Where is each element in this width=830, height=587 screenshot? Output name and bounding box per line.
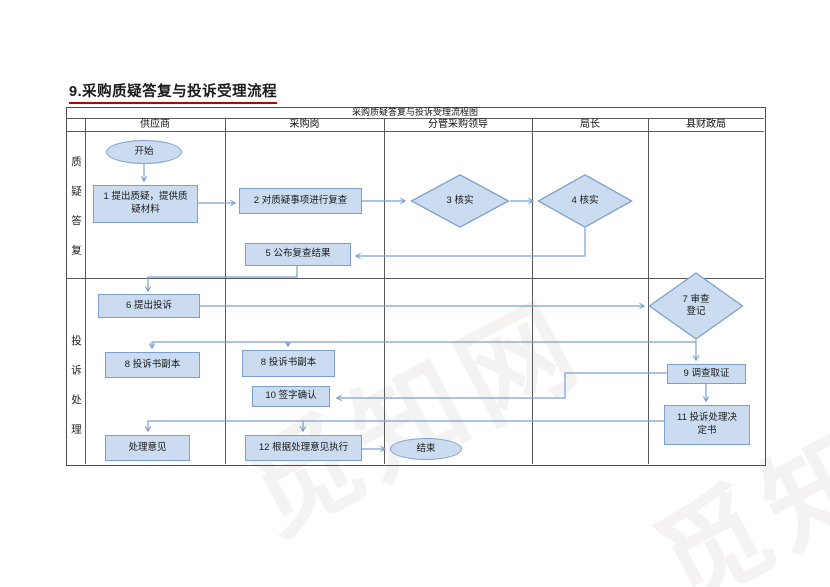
row-label-complaint-handling: 投诉处理: [70, 334, 82, 453]
flowchart-title: 采购质疑答复与投诉受理流程图: [351, 107, 478, 117]
lane-header-bureau-chief: 局长: [580, 119, 600, 130]
step1-raise-inquiry: 1 提出质疑，提供质疑材料: [93, 185, 198, 223]
step4-label: 4 核实: [571, 194, 599, 206]
start-node: 开始: [106, 140, 182, 164]
step8-complaint-copy-procurement: 8 投诉书副本: [242, 350, 335, 377]
swimlane-table-frame: [66, 107, 766, 466]
lane-header-procurement-leader: 分管采购领导: [428, 119, 488, 130]
grid-line: [225, 118, 226, 464]
step5-publish-result: 5 公布复查结果: [245, 243, 351, 266]
grid-line: [66, 131, 764, 132]
row-label-inquiry-reply: 质疑答复: [70, 155, 82, 274]
grid-line: [66, 118, 764, 119]
lane-header-procurement-post: 采购岗: [289, 119, 320, 130]
grid-line: [66, 278, 764, 279]
grid-line: [384, 118, 385, 464]
grid-line: [648, 118, 649, 464]
step7-review-register-decision: 7 审查登记: [648, 272, 744, 340]
step8-complaint-copy-supplier: 8 投诉书副本: [105, 352, 200, 378]
step2-recheck-inquiry: 2 对质疑事项进行复查: [239, 188, 362, 214]
grid-line: [85, 118, 86, 464]
step11-label: 11 投诉处理决定书: [676, 412, 737, 436]
step7-label: 7 审查登记: [682, 293, 710, 317]
step9-investigate-evidence: 9 调查取证: [667, 364, 746, 384]
handling-opinion-node: 处理意见: [105, 435, 190, 461]
step12-execute-opinion: 12 根据处理意见执行: [245, 435, 362, 461]
end-node: 结束: [390, 438, 462, 460]
page-title: 9.采购质疑答复与投诉受理流程: [69, 84, 278, 105]
grid-line: [532, 118, 533, 464]
step4-verify-decision: 4 核实: [537, 174, 633, 228]
step11-complaint-decision: 11 投诉处理决定书: [664, 405, 750, 445]
step3-label: 3 核实: [446, 194, 474, 206]
step10-sign-confirm: 10 签字确认: [252, 386, 330, 407]
step6-file-complaint: 6 提出投诉: [98, 294, 200, 318]
lane-header-supplier: 供应商: [140, 119, 170, 130]
step1-label: 1 提出质疑，提供质疑材料: [103, 191, 188, 215]
lane-header-county-finance: 县财政局: [686, 119, 726, 130]
step3-verify-decision: 3 核实: [410, 174, 510, 228]
